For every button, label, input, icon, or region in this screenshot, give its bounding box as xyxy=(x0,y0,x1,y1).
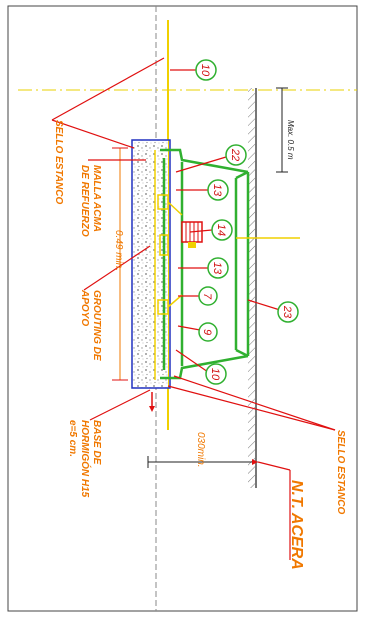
bubble-13-a: 13 xyxy=(207,179,229,201)
bubble-23-label: 23 xyxy=(281,305,293,319)
bubble-10-bottom-label: 10 xyxy=(209,368,221,381)
leader-lines xyxy=(51,57,336,560)
hinge-block xyxy=(181,221,203,248)
bubble-13-b-label: 13 xyxy=(211,262,223,275)
bubble-9-label: 9 xyxy=(201,329,213,335)
bubble-23: 23 xyxy=(277,301,299,323)
bubble-7-label: 7 xyxy=(201,293,213,300)
bubble-10-bottom: 10 xyxy=(205,363,227,385)
bubble-14-label: 14 xyxy=(215,224,227,236)
label-sello-estanco-top: SELLO ESTANCO xyxy=(53,120,64,204)
dim-030-text: 030min. xyxy=(195,432,206,468)
bubble-13-a-label: 13 xyxy=(211,184,223,197)
dim-030-arrow xyxy=(252,459,258,465)
bubble-14: 14 xyxy=(211,219,233,241)
label-base-de: BASE DE xyxy=(91,420,102,465)
dim-049-text: 0.49 min. xyxy=(113,230,124,271)
label-nt-acera: N.T. ACERA xyxy=(288,480,305,570)
bubble-13-b: 13 xyxy=(207,257,229,279)
label-espesor: e=5 cm. xyxy=(67,420,78,457)
label-de-refuerzo: DE REFUERZO xyxy=(79,165,90,237)
bubble-group: 10 22 13 14 13 7 9 10 xyxy=(195,59,299,385)
bubble-7: 7 xyxy=(198,286,218,306)
internal-components xyxy=(157,194,300,315)
concrete-base xyxy=(132,140,168,388)
label-hormigon: HORMIGÓN H15 xyxy=(79,420,92,498)
vault-cover xyxy=(160,148,250,380)
bubble-22-label: 22 xyxy=(229,148,241,161)
drawing-frame xyxy=(7,5,358,612)
label-malla-acma: MALLA ACMA xyxy=(91,165,102,232)
base-arrowhead xyxy=(149,406,155,412)
dim-max-text: Max. 0.5 m xyxy=(286,120,295,160)
label-grouting-de: GROUTING DE xyxy=(91,290,102,361)
bubble-10-top-label: 10 xyxy=(199,64,211,77)
label-sello-estanco-bottom: SELLO ESTANCO xyxy=(335,430,346,514)
concrete-base-outline xyxy=(131,139,171,389)
bubble-22: 22 xyxy=(225,144,247,166)
bubble-10-top: 10 xyxy=(195,59,217,81)
sidewalk-hatch xyxy=(248,88,256,488)
label-apoyo: APOYO xyxy=(79,289,90,326)
bubble-9: 9 xyxy=(198,322,218,342)
